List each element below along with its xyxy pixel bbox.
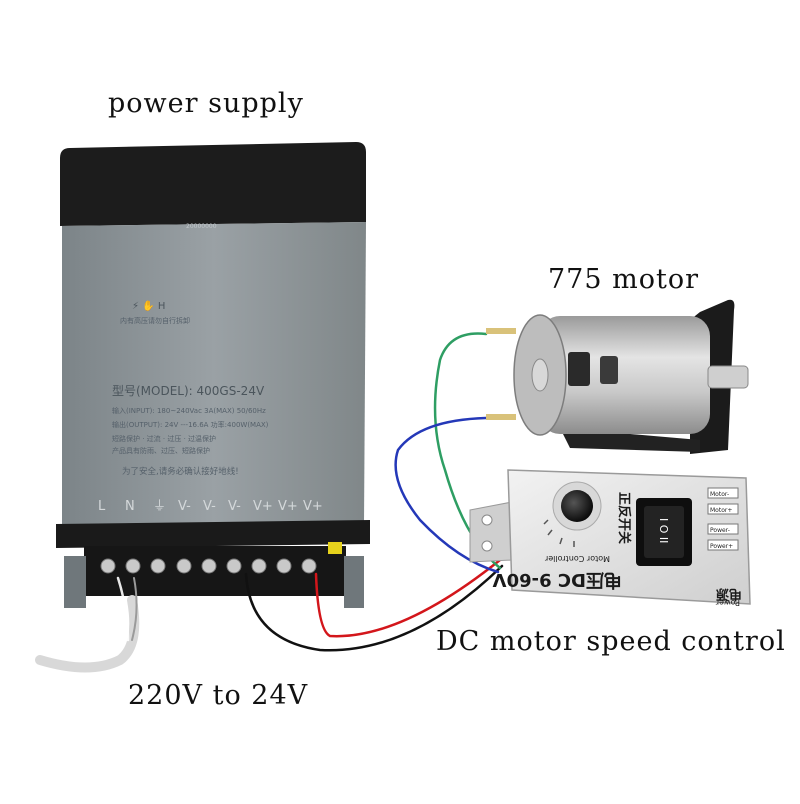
terminal-screws [100,558,317,574]
dc-motor-775 [486,299,749,454]
svg-text:⚡ ✋ H: ⚡ ✋ H [132,299,165,312]
terminal-label: ⏚ [153,499,166,514]
controller-power-text: 电源 [716,586,742,602]
psu-safety-text: 为了安全,请务必确认接好地线! [122,466,239,477]
caption-motor: 775 motor [548,264,699,295]
terminal-label: N [125,499,135,514]
psu-terminal-labels: L N ⏚ V- V- V- V+ V+ V+ [98,499,323,514]
controller-sub-text: Motor Controller [544,554,610,563]
wire-red [314,558,502,638]
psu-top-warning: 内有高压请勿自行拆卸 [120,316,190,325]
terminal-label: Motor+ [710,507,732,514]
switch-glyph: I O II [657,518,670,543]
terminal-label: V+ [278,499,298,514]
caption-voltage: 220V to 24V [128,680,309,711]
wire-blue [394,416,500,574]
controller-switch-text: 正反开关 [616,492,632,544]
psu-top-cap [60,142,366,226]
controller-terminal-labels: Motor- Motor+ Power- Power+ [707,487,739,551]
caption-speed-control: DC motor speed control [436,626,786,657]
psu-note-text-2: 产品具有防雨、过压、短路保护 [112,446,210,455]
power-supply-unit: 20000000 ⚡ ✋ H 内有高压请勿自行拆卸 型号(MODEL): 400… [56,142,370,608]
motor-terminal [486,414,516,420]
controller-model-text: 电压DC 9-60V [493,569,622,591]
terminal-label: Motor- [710,491,729,498]
controller-power-en: Power [715,598,740,607]
ac-cable [35,595,140,673]
psu-bottom-cap [56,520,370,548]
terminal-label: V- [203,499,216,514]
motor-terminal [486,328,516,334]
caption-power-supply: power supply [108,88,304,119]
adjust-potentiometer [328,542,342,554]
speed-controller: I O II 电压DC 9-60V Motor Controller 正反开关 … [469,469,751,607]
terminal-label: Power+ [710,543,733,550]
psu-input-text: 输入(INPUT): 180~240Vac 3A(MAX) 50/60Hz [112,406,266,415]
psu-note-text-1: 短路保护 · 过流 · 过压 · 过温保护 [112,434,216,443]
motor-shaft [707,365,749,389]
terminal-label: V- [178,499,191,514]
terminal-label: V- [228,499,241,514]
speed-knob [561,490,593,522]
wire-black [244,564,504,652]
psu-output-text: 输出(OUTPUT): 24V ---16.6A 功率:400W(MAX) [112,420,269,429]
psu-model-text: 型号(MODEL): 400GS-24V [112,384,265,398]
psu-body [62,222,366,528]
terminal-label: Power- [710,527,730,534]
psu-label: 20000000 ⚡ ✋ H 内有高压请勿自行拆卸 型号(MODEL): 400… [112,223,269,477]
wires [35,332,504,673]
motor-can [540,316,710,434]
terminal-label: L [98,499,106,514]
terminal-label: V+ [253,499,273,514]
svg-text:20000000: 20000000 [186,223,217,230]
motor-vent [568,352,590,386]
terminal-label: V+ [303,499,323,514]
